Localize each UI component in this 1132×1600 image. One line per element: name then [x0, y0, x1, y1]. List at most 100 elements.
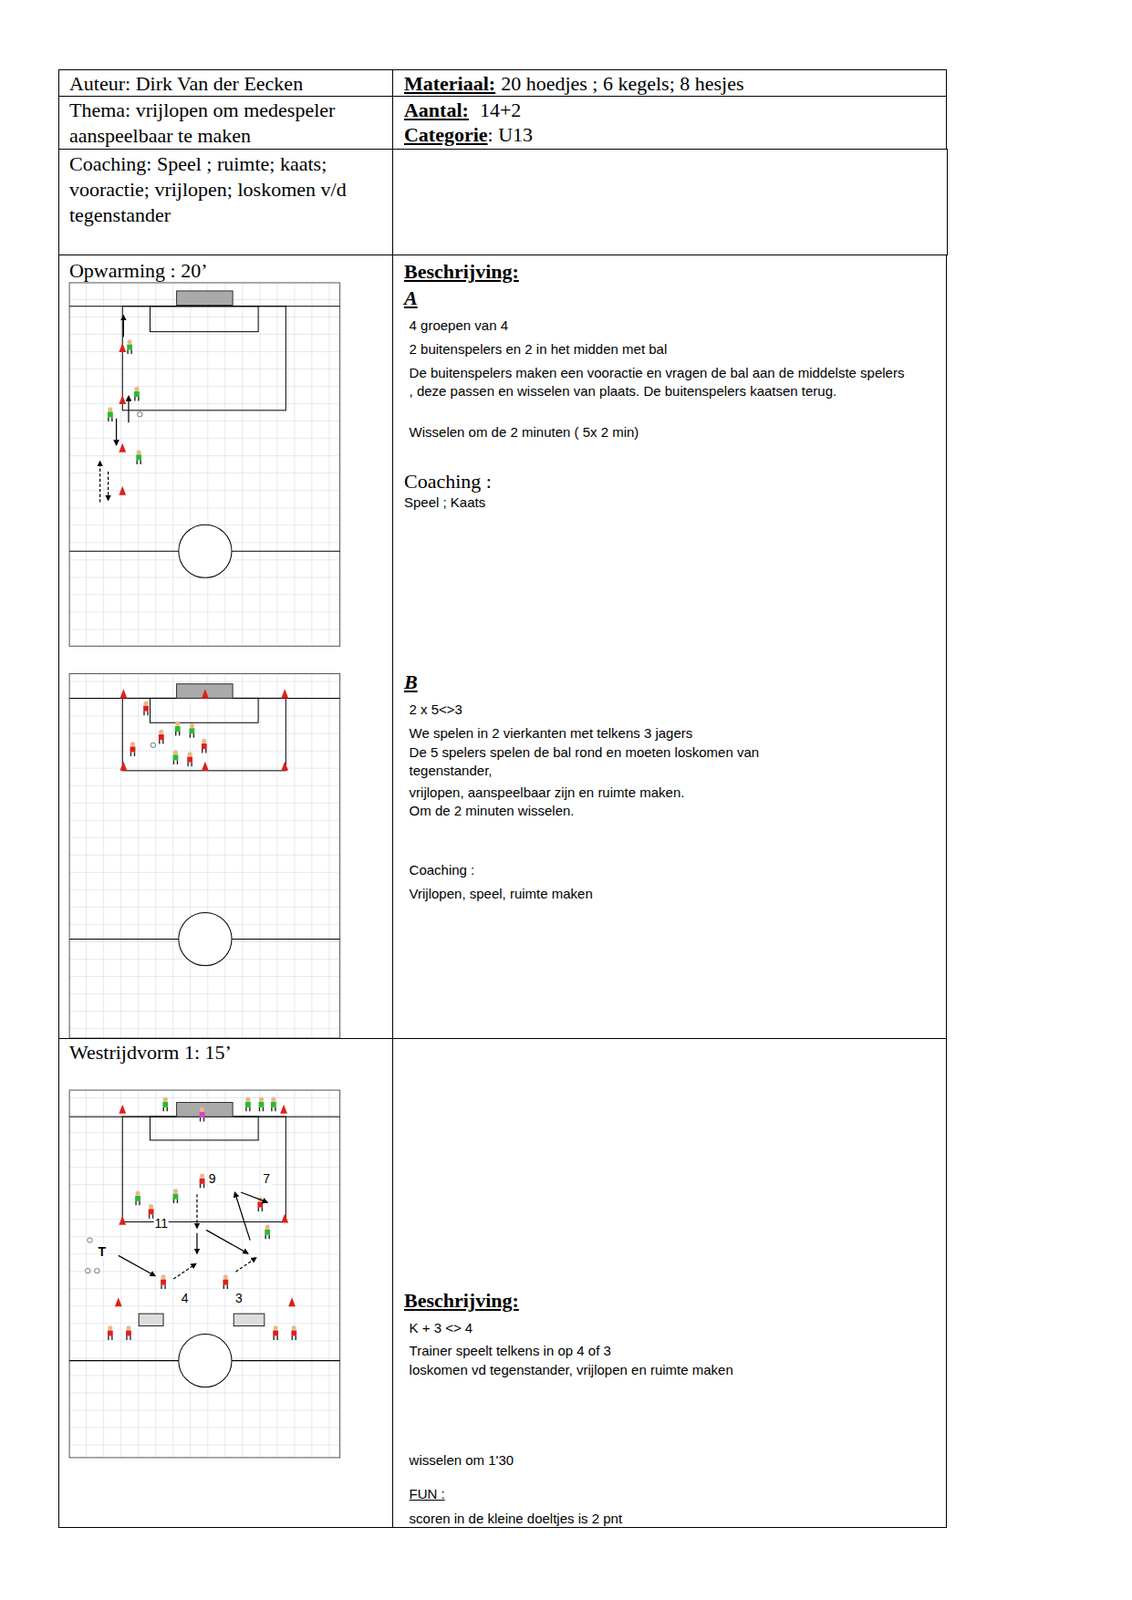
body-text: : U13: [488, 123, 534, 146]
body-text: 4 groepen van 4: [409, 317, 509, 333]
trainer-mark: T: [97, 1244, 108, 1258]
warmup-description-cell: Beschrijving: A 4 groepen van 4 2 buitenspe…: [392, 254, 948, 1039]
body-text: Coaching: Speel ; ruimte; kaats; vooract…: [69, 152, 347, 227]
game-players: [272, 1325, 279, 1340]
warmup-b-players: [175, 721, 181, 737]
game-players: [125, 1325, 132, 1340]
text-line: wisselen om 1'30: [409, 1451, 515, 1470]
pitch-warmup-a: [69, 282, 341, 646]
text-line: Speel ; Kaats: [404, 493, 486, 512]
pitch-warmup-b: [69, 674, 341, 1039]
text-line: scoren in de kleine doeltjes is 2 pnt: [409, 1509, 623, 1528]
game-players: [290, 1325, 297, 1340]
game-players: [240, 1192, 268, 1203]
pitch-warmup-a: [69, 282, 341, 646]
pitch-warmup-b: [176, 684, 234, 699]
warmup-a-players: [99, 461, 101, 503]
pitch-warmup-a: [122, 306, 286, 411]
heading-text: A: [404, 286, 418, 310]
warmup-a-players: [118, 394, 126, 405]
text-line: Materiaal:20 hoedjes ; 6 kegels; 8 hesje…: [404, 72, 745, 98]
body-text: Wisselen om de 2 minuten ( 5x 2 min): [409, 424, 640, 440]
body-text: Auteur: Dirk Van der Eecken: [69, 72, 303, 95]
warmup-b-players: [186, 751, 193, 767]
body-text: Westrijdvorm 1: 15’: [69, 1040, 232, 1064]
text-line: Beschrijving:: [404, 259, 520, 286]
warmup-a-players: [137, 412, 143, 417]
game-players: [118, 1255, 156, 1276]
warmup-a-players: [118, 486, 126, 496]
game-players: [245, 1097, 251, 1112]
text-line: loskomen vd tegenstander, vrijlopen en r…: [409, 1360, 738, 1380]
heading-text: Beschrijving:: [404, 259, 520, 283]
warmup-a-players: [126, 339, 133, 354]
body-text: Opwarming : 20’: [69, 259, 208, 282]
body-text: K + 3 <> 4: [409, 1319, 474, 1336]
text-line: Thema: vrijlopen om medespeler aanspeelb…: [69, 98, 376, 150]
coaching-cell: Coaching: Speel ; ruimte; kaats; vooract…: [58, 148, 394, 255]
body-text: De 5 spelers spelen de bal rond en moete…: [409, 744, 760, 779]
game-players: [196, 1233, 198, 1254]
player-number: 4: [180, 1291, 190, 1306]
game-players: [206, 1229, 249, 1254]
body-text: 14+2: [479, 98, 521, 122]
heading-text: Aantal:: [404, 98, 469, 122]
text-line: We spelen in 2 vierkanten met telkens 3 …: [409, 724, 694, 743]
text-line: Trainer speelt telkens in op 4 of 3: [409, 1341, 612, 1361]
body-text: Vrijlopen, speel, ruimte maken: [409, 885, 593, 902]
warmup-b-players: [280, 688, 289, 698]
warmup-b-players: [150, 742, 156, 748]
warmup-a-players: [118, 342, 126, 353]
pitch-warmup-b: [69, 674, 341, 1039]
count-cell: Aantal: 14+2Categorie: U13: [392, 95, 948, 150]
body-text: Coaching :: [404, 469, 492, 493]
game-players: [173, 1188, 179, 1204]
game-players: [288, 1297, 296, 1307]
material-cell: Materiaal:20 hoedjes ; 6 kegels; 8 hesje…: [392, 69, 948, 97]
text-line: B: [404, 670, 418, 696]
text-line: Categorie: U13: [404, 123, 533, 149]
text-line: Opwarming : 20’: [69, 259, 208, 285]
game-players: [87, 1237, 93, 1243]
warmup-b-players: [280, 761, 289, 771]
text-line: Beschrijving:: [404, 1288, 520, 1315]
game-players: [199, 1173, 206, 1189]
game-players: [280, 1104, 288, 1114]
body-text: Speel ; Kaats: [404, 494, 486, 510]
pitch-game: [138, 1313, 164, 1326]
warmup-b-players: [188, 723, 195, 738]
text-line: Wisselen om de 2 minuten ( 5x 2 min): [409, 423, 640, 442]
pitch-warmup-a: [178, 524, 232, 578]
body-text: 2 buitenspelers en 2 in het midden met b…: [409, 341, 668, 357]
pitch-warmup-a: [149, 306, 259, 333]
text-line: Aantal: 14+2: [404, 98, 521, 125]
warmup-a-players: [118, 443, 126, 453]
game-players: [235, 1257, 256, 1273]
body-text: Thema: vrijlopen om medespeler aanspeelb…: [69, 98, 335, 147]
text-line: Auteur: Dirk Van der Eecken: [69, 72, 303, 98]
body-text: We spelen in 2 vierkanten met telkens 3 …: [409, 725, 694, 741]
pitch-game: [122, 1116, 286, 1222]
heading-text: B: [404, 670, 418, 694]
game-players: [264, 1224, 271, 1239]
game-players: [280, 1213, 289, 1223]
text-line: De buitenspelers maken een vooractie en …: [409, 363, 908, 401]
pitch-warmup-b: [178, 912, 232, 966]
pitches: [69, 282, 341, 1458]
body-text: scoren in de kleine doeltjes is 2 pnt: [409, 1510, 623, 1527]
warmup-cell: Opwarming : 20’: [58, 254, 394, 1039]
game-players: [135, 1191, 141, 1206]
game-players: [259, 1097, 265, 1112]
game-players: [162, 1097, 168, 1112]
warmup-b-players: [173, 749, 179, 765]
empty-cell: [392, 148, 948, 256]
warmup-b-players: [201, 761, 209, 771]
body-text: vrijlopen, aanspeelbaar zijn en ruimte m…: [409, 784, 686, 800]
game-players: [107, 1325, 114, 1340]
warmup-a-players: [100, 315, 143, 503]
game-players: [196, 1194, 198, 1228]
pitch-game: [69, 1090, 341, 1458]
pitch-game: [178, 1334, 232, 1388]
game-players: [234, 1192, 250, 1241]
game-players: [270, 1097, 277, 1112]
